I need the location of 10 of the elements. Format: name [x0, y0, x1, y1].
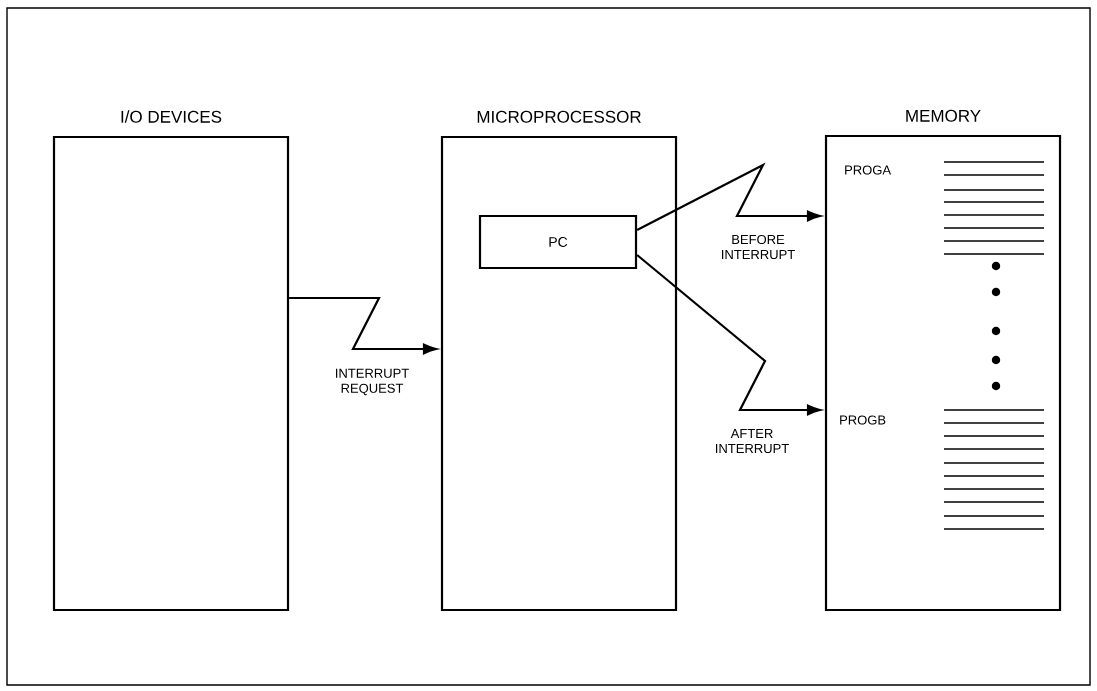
- block-box: I/O DEVICES: [52, 110, 290, 612]
- edge-label: AFTER INTERRUPT: [712, 427, 792, 455]
- edge-label: INTERRUPT REQUEST: [332, 367, 412, 397]
- node-label: MICROPROCESSOR: [477, 110, 641, 123]
- edge-label: BEFORE INTERRUPT: [718, 233, 798, 261]
- register-box: PC: [478, 214, 638, 270]
- node-label: I/O DEVICES: [121, 110, 222, 123]
- program-label: PROGA: [845, 165, 892, 175]
- node-label: MEMORY: [906, 109, 981, 122]
- program-label: PROGB: [840, 415, 886, 425]
